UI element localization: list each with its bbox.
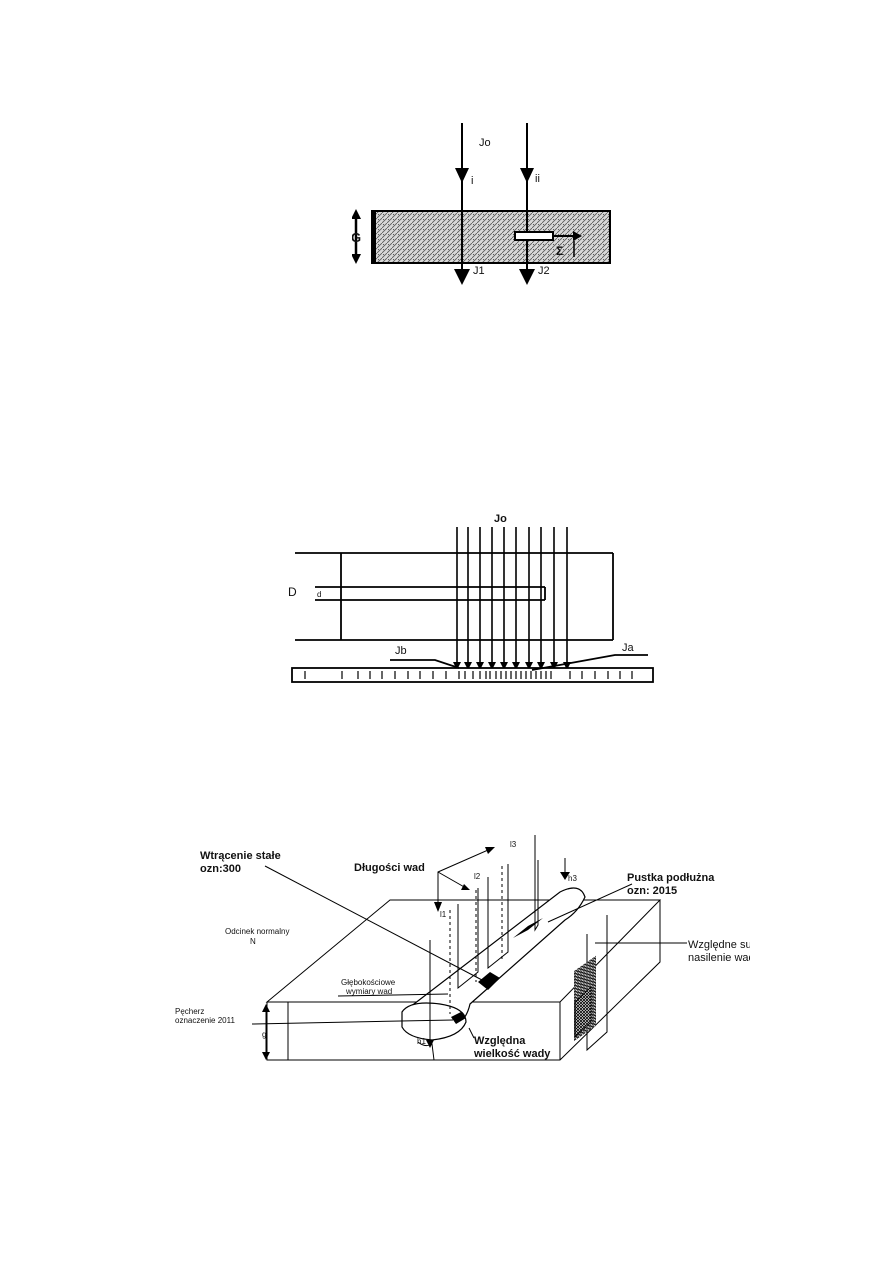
lengths-arrows [437, 849, 489, 908]
defect-arrow-icon [573, 231, 582, 241]
defect-size-label: Σ [556, 244, 563, 258]
pipe-radiography-diagram: Jo D d Jb Ja [270, 512, 665, 697]
jb-leader [390, 659, 460, 669]
inclusion-label-line1: Wtrącenie stałe [200, 850, 281, 862]
incident-intensity-label: Jo [479, 137, 491, 149]
jb-label: Jb [395, 645, 407, 657]
ja-leader [531, 654, 648, 671]
thickness-g-arrow-top-icon [262, 1004, 270, 1012]
thickness-bracket [372, 211, 376, 263]
ray-i-arrow-icon [455, 168, 469, 183]
summary-mesh-shape [574, 986, 592, 1038]
lengths-arrow-head-2-icon [461, 884, 470, 890]
summary-label-line1: Względne sumaryczne [688, 939, 750, 951]
porosity-label-line2: ozn: 2015 [627, 885, 677, 897]
length-l1-label: l1 [440, 910, 447, 919]
length-l2-label: l2 [474, 872, 481, 881]
ray-i-out-arrow-icon [454, 269, 470, 285]
defect-void [514, 231, 554, 241]
thickness-g-label: g [262, 1030, 266, 1039]
diagram-2-svg: Jo D d Jb Ja [288, 513, 654, 683]
film-marks [304, 671, 633, 679]
leader-lines [251, 865, 687, 1039]
defect-lengths-label: Długości wad [354, 862, 425, 874]
ray-ii-out-arrow-icon [519, 269, 535, 285]
ray-ii-label: ii [535, 173, 540, 185]
inclusion-defect [478, 972, 500, 990]
inclusion-label-line2: ozn:300 [200, 863, 241, 875]
lengths-arrow-head-3-icon [434, 902, 442, 912]
diagram-1-svg: G Σ Jo i ii J1 J2 [352, 123, 611, 285]
weld-defects-diagram: Wtrącenie stałe ozn:300 Długości wad l1 … [170, 832, 750, 1078]
output-j1-label: J1 [473, 265, 485, 277]
ray-i-label: i [471, 175, 473, 187]
thickness-arrow-bottom-icon [352, 254, 361, 264]
pore-label-line1: Pęcherz [175, 1007, 204, 1016]
depth-label-line1: Głębokościowe [341, 978, 396, 987]
length-l3-label: l3 [510, 840, 517, 849]
lengths-arrow-head-1-icon [485, 847, 495, 854]
depth-h1-label: h1 [417, 1037, 426, 1046]
defect-planes [429, 835, 608, 1052]
parallel-rays [456, 527, 568, 664]
relative-size-label-line1: Względna [474, 1035, 526, 1047]
normal-section-label-line1: Odcinek normalny [225, 927, 289, 936]
ja-label: Ja [622, 642, 635, 654]
inner-diameter-label: d [317, 590, 321, 599]
thickness-arrow-top-icon [352, 209, 361, 219]
lengths-arrow-2 [437, 871, 467, 889]
output-j2-label: J2 [538, 265, 550, 277]
h1-arrow-head-icon [426, 1040, 434, 1048]
outer-diameter-label: D [288, 585, 297, 599]
thickness-g-arrow-bottom-icon [262, 1052, 270, 1060]
h3-arrow-head-icon [560, 872, 570, 880]
diagram-3-svg: Wtrącenie stałe ozn:300 Długości wad l1 … [175, 835, 750, 1061]
dashed-guides [449, 866, 503, 1014]
depth-label-line2: wymiary wad [345, 987, 392, 996]
thickness-label: G [352, 230, 361, 245]
ray-arrowheads-icon [453, 662, 571, 670]
depth-h3-label: h3 [568, 874, 577, 883]
pore-defect [451, 1012, 466, 1024]
summary-label-line2: nasilenie wad [688, 952, 750, 964]
pore-label-line2: oznaczenie 2011 [175, 1016, 235, 1025]
ray-ii-arrow-icon [520, 168, 534, 183]
porosity-label-line1: Pustka podłużna [627, 872, 715, 884]
incident-intensity-label: Jo [494, 513, 507, 525]
radiography-thickness-diagram: G Σ Jo i ii J1 J2 [352, 123, 614, 288]
normal-section-label-line2: N [250, 937, 256, 946]
relative-size-label-line2: wielkość wady [473, 1048, 551, 1060]
